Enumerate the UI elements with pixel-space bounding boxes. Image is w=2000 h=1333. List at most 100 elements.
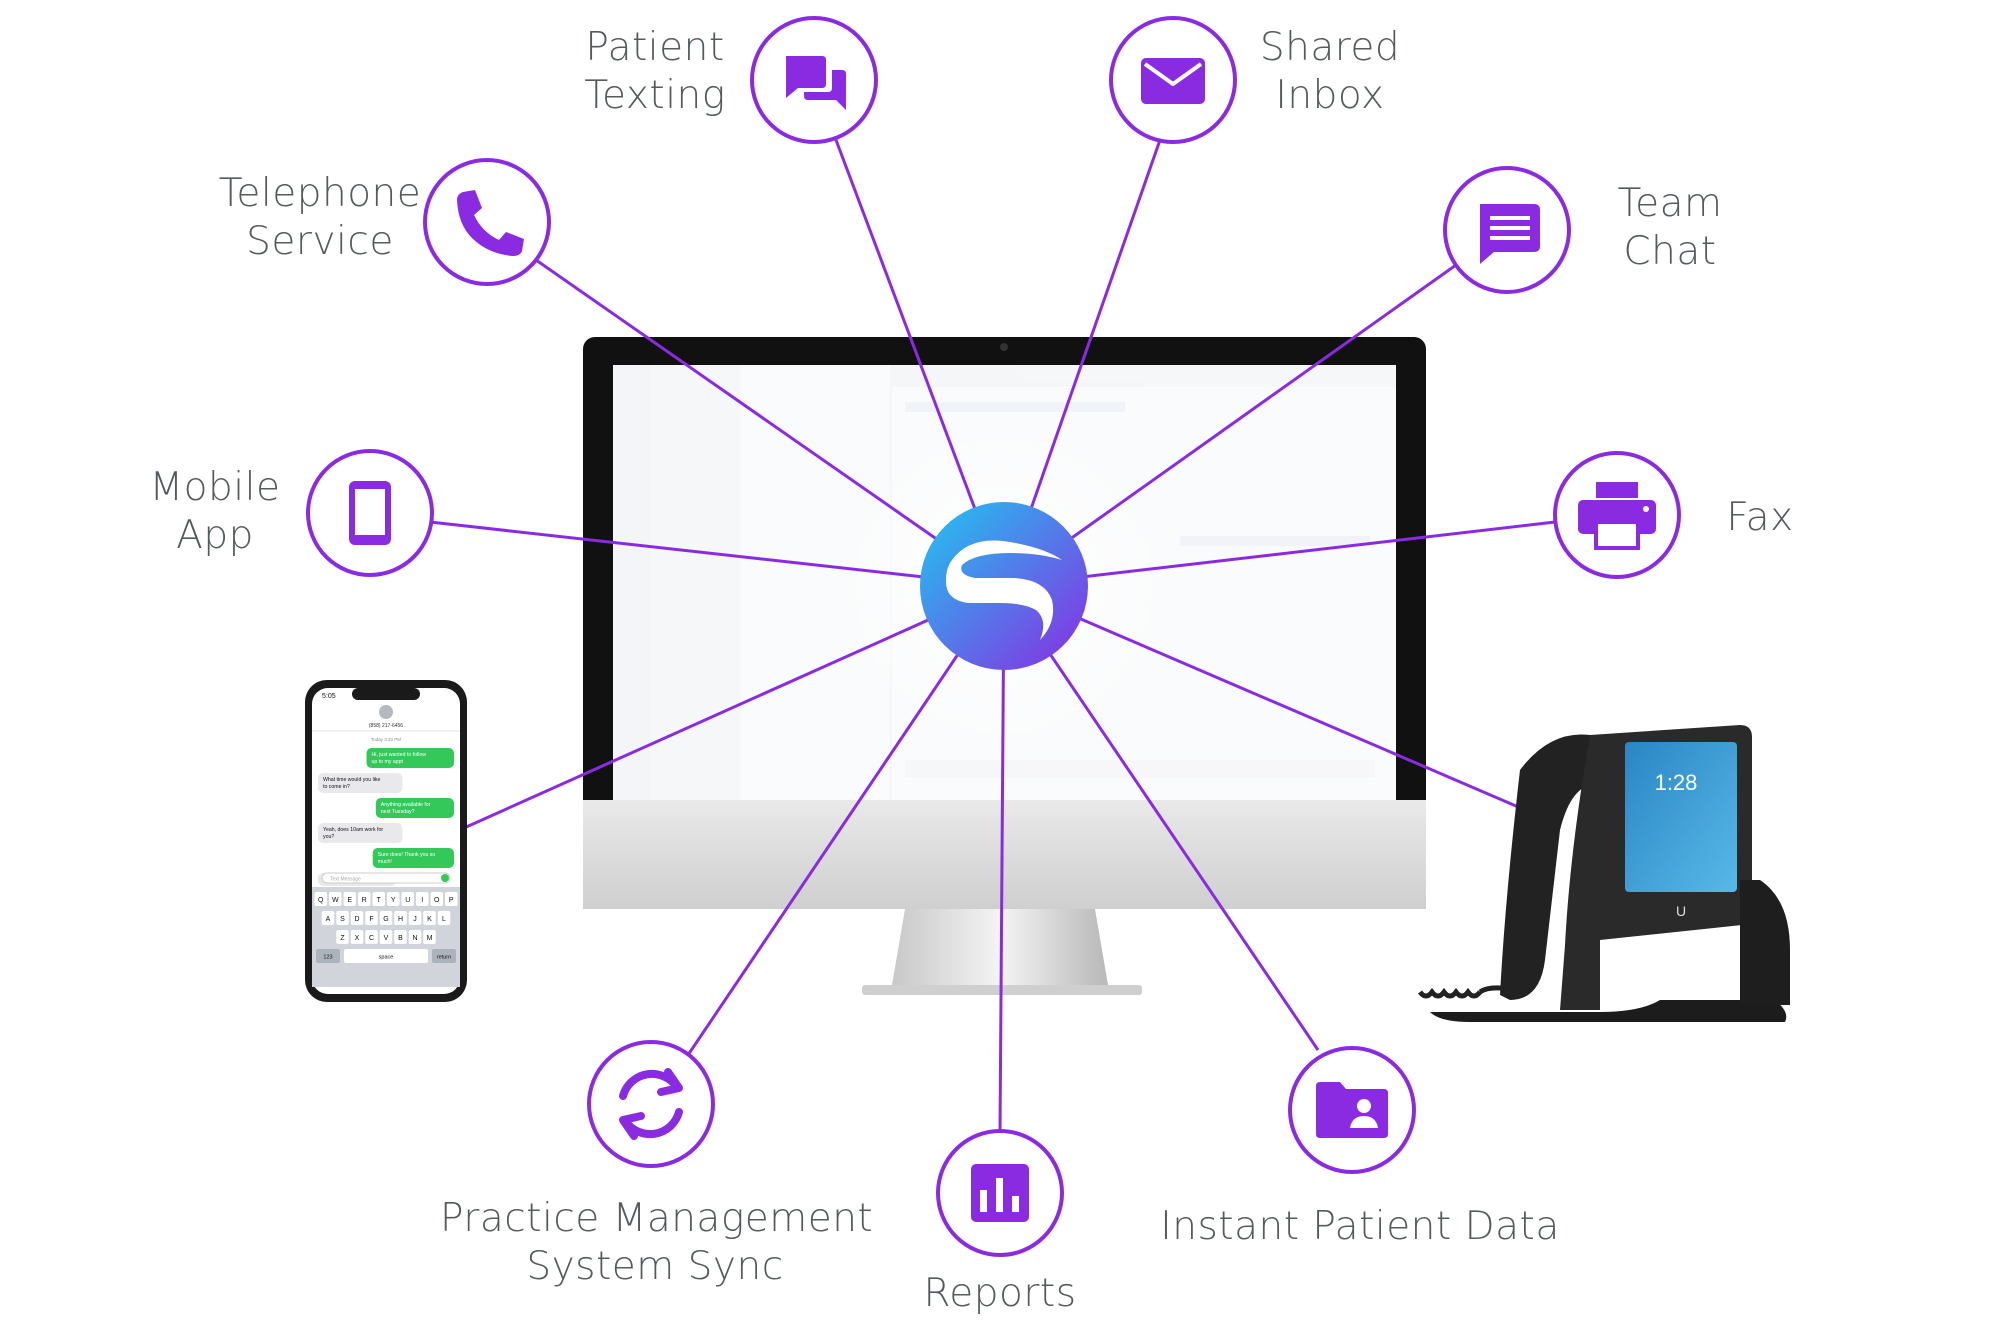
patient-folder-icon <box>1316 1082 1388 1138</box>
key[interactable] <box>336 911 349 925</box>
message-text: Yeah, does 10am work for <box>323 827 383 833</box>
key[interactable] <box>401 892 415 906</box>
key-label: D <box>354 916 359 923</box>
key-label: L <box>442 916 446 923</box>
key[interactable] <box>379 911 393 925</box>
message-input[interactable] <box>321 872 451 884</box>
key[interactable] <box>437 911 451 925</box>
label-patient-texting-line1: Patient <box>585 25 725 70</box>
key[interactable] <box>445 892 458 906</box>
key-123[interactable] <box>316 949 340 963</box>
label-mobile-app: Mobile App <box>135 464 295 560</box>
key[interactable] <box>329 892 342 906</box>
phone-notch <box>352 688 420 700</box>
line-telephone-service <box>535 258 1005 588</box>
message-text: next Tuesday? <box>381 809 415 815</box>
node-fax <box>1553 451 1681 579</box>
key-space-label: space <box>379 955 394 961</box>
line-desk-phone <box>1003 584 1531 814</box>
phone-time: 5:05 <box>322 693 336 700</box>
key-label: J <box>413 916 417 923</box>
line-reports <box>998 585 1006 1134</box>
label-telephone-service: Telephone Service <box>210 170 430 266</box>
key-label: N <box>412 935 417 942</box>
message-bubble <box>375 798 454 818</box>
label-reports: Reports <box>900 1270 1100 1318</box>
key[interactable] <box>394 930 407 944</box>
key[interactable] <box>408 911 422 925</box>
label-telephone-service-line1: Telephone <box>218 171 422 216</box>
key[interactable] <box>365 930 378 944</box>
key[interactable] <box>416 892 429 906</box>
line-pms-sync <box>684 585 1006 1059</box>
label-shared-inbox: Shared Inbox <box>1245 24 1415 120</box>
label-fax-line1: Fax <box>1726 495 1794 540</box>
key-label: Z <box>340 935 345 942</box>
message-bubble <box>318 823 403 843</box>
key-label: G <box>383 916 388 923</box>
smartphone-icon <box>349 481 391 545</box>
label-pms-sync: Practice Management System Sync <box>440 1195 874 1291</box>
node-reports <box>936 1129 1064 1257</box>
key[interactable] <box>321 911 335 925</box>
key-label: C <box>369 935 374 942</box>
key-label: E <box>347 897 352 904</box>
key[interactable] <box>379 930 393 944</box>
key-space[interactable] <box>344 949 428 963</box>
label-team-chat-line1: Team <box>1617 181 1723 226</box>
key[interactable] <box>394 911 407 925</box>
label-instant-patient-data: Instant Patient Data <box>1160 1203 1560 1251</box>
key[interactable] <box>358 892 371 906</box>
label-mobile-app-line1: Mobile <box>149 465 281 510</box>
label-team-chat: Team Chat <box>1595 180 1745 276</box>
key-label: Y <box>391 897 396 904</box>
key[interactable] <box>430 892 444 906</box>
key[interactable] <box>423 930 436 944</box>
hub-logo <box>920 502 1088 670</box>
brand-logo-icon <box>945 540 1062 640</box>
sync-icon <box>619 1068 683 1140</box>
key[interactable] <box>365 911 378 925</box>
key-label: F <box>369 916 373 923</box>
key-label: W <box>332 897 339 904</box>
key-return-label: return <box>437 955 451 961</box>
label-telephone-service-line2: Service <box>246 219 394 264</box>
label-shared-inbox-line1: Shared <box>1259 25 1401 70</box>
label-mobile-app-line2: App <box>176 513 254 558</box>
message-text: much! <box>378 859 392 865</box>
key[interactable] <box>372 892 386 906</box>
key[interactable] <box>423 911 436 925</box>
key[interactable] <box>387 892 400 906</box>
node-mobile-app <box>306 449 434 577</box>
mobile-phone-mockup: 5:05 (858) 217-6456 Today 3:33 PM Hi, ju… <box>305 680 467 1002</box>
key[interactable] <box>350 911 364 925</box>
key[interactable] <box>343 892 357 906</box>
line-team-chat <box>1003 263 1457 588</box>
label-team-chat-line2: Chat <box>1623 229 1717 274</box>
handset <box>1500 734 1605 1000</box>
key-return[interactable] <box>432 949 456 963</box>
label-instant-patient-data-line1: Instant Patient Data <box>1160 1204 1560 1249</box>
key-label: T <box>377 897 382 904</box>
monitor-camera <box>1000 343 1008 351</box>
message-text: Hi, just wanted to follow <box>372 752 427 758</box>
key[interactable] <box>350 930 364 944</box>
key-label: X <box>355 935 360 942</box>
node-shared-inbox <box>1109 16 1237 144</box>
bar-chart-icon <box>971 1164 1029 1222</box>
label-patient-texting: Patient Texting <box>560 24 750 120</box>
key[interactable] <box>336 930 349 944</box>
key[interactable] <box>408 930 422 944</box>
message-bubble <box>318 773 403 793</box>
send-icon[interactable] <box>441 874 449 882</box>
message-input-placeholder: Text Message <box>330 877 361 883</box>
key-label: B <box>398 935 403 942</box>
key[interactable] <box>314 892 328 906</box>
label-pms-sync-line1: Practice Management <box>440 1196 874 1241</box>
key-label: V <box>384 935 389 942</box>
